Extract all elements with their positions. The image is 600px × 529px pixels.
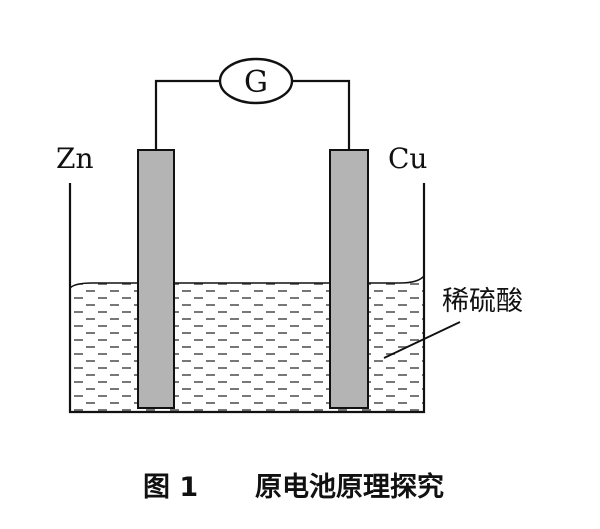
left-wire bbox=[154, 79, 220, 150]
galvanometer bbox=[218, 57, 294, 105]
caption-number: 图 1 bbox=[143, 472, 198, 503]
right-wire bbox=[292, 79, 351, 150]
liquid-surface-line bbox=[69, 275, 425, 289]
copper-label: Cu bbox=[388, 142, 427, 175]
caption-title: 原电池原理探究 bbox=[255, 471, 444, 503]
zinc-label: Zn bbox=[56, 142, 94, 175]
sulfuric-acid-solution bbox=[70, 276, 424, 412]
galvanometer-label: G bbox=[244, 65, 268, 100]
zinc-electrode bbox=[137, 149, 175, 409]
beaker bbox=[68, 183, 426, 414]
solution-leader-line bbox=[383, 321, 461, 359]
copper-electrode bbox=[329, 149, 369, 409]
solution-label: 稀硫酸 bbox=[442, 286, 523, 317]
